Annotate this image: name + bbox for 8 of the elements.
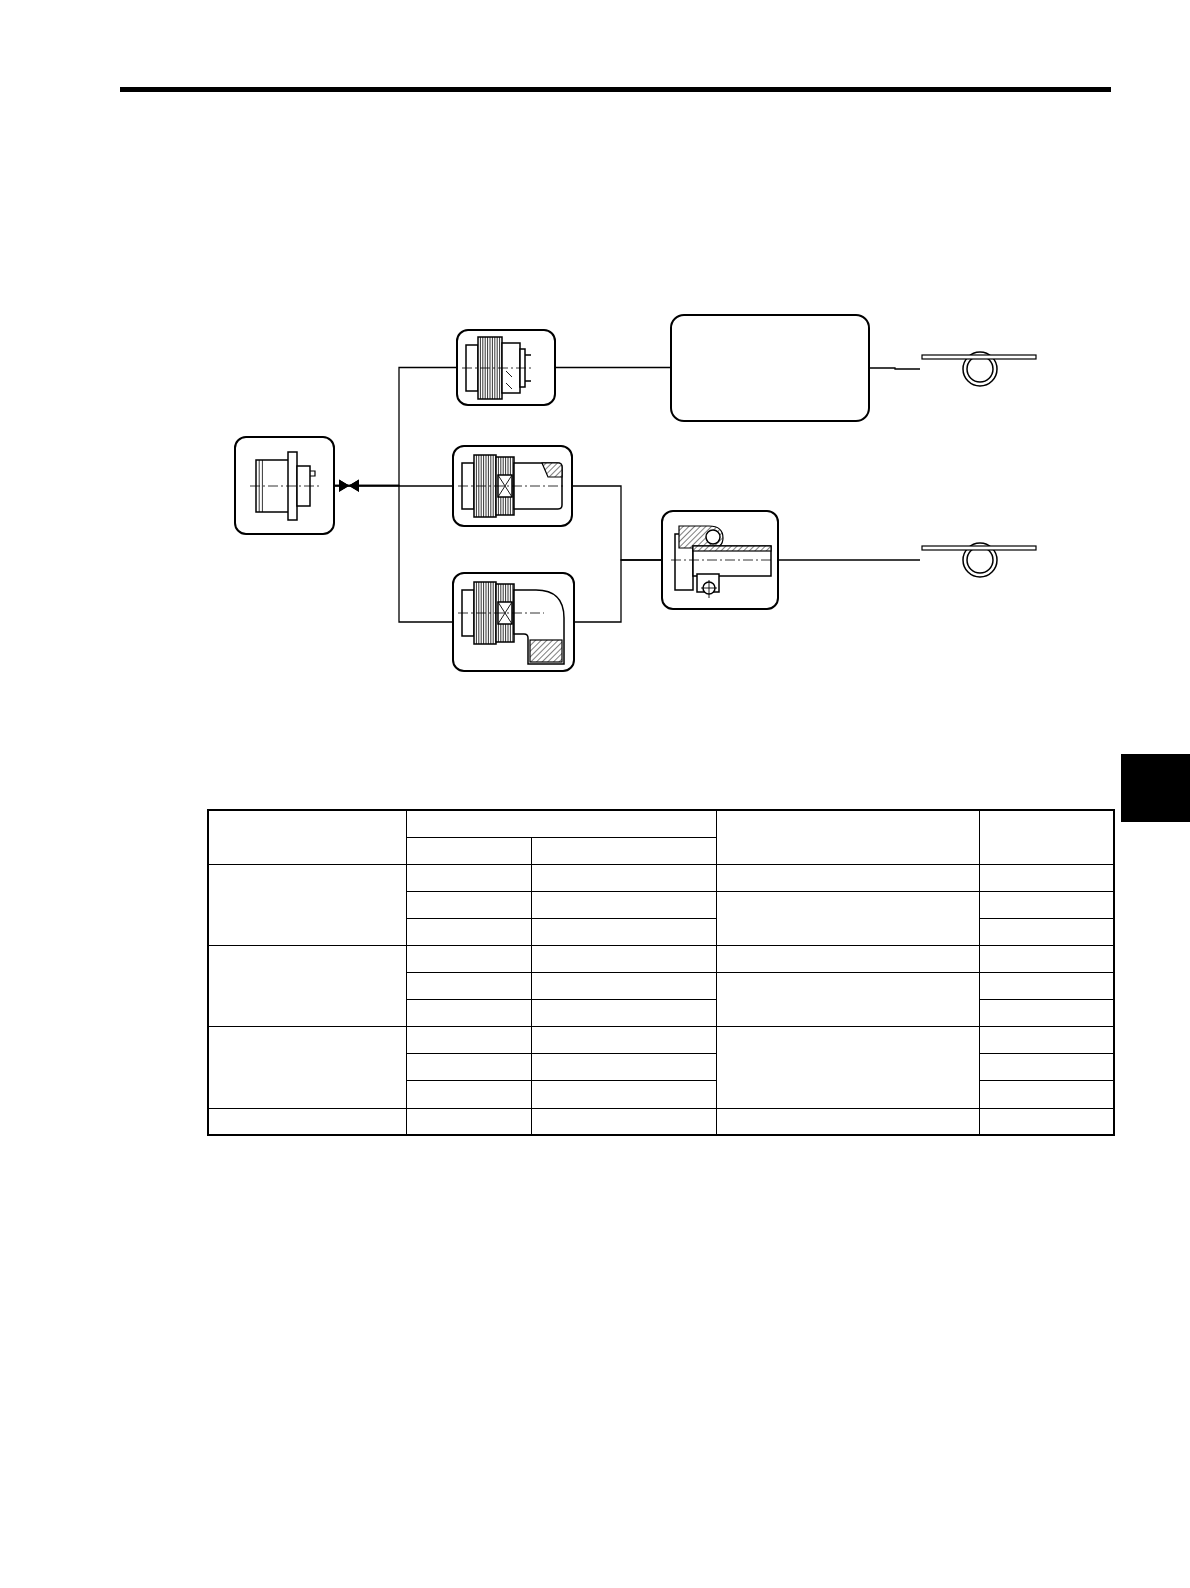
connector-line [555, 366, 671, 369]
cable-coil-drawing [920, 539, 1038, 581]
connector-line [778, 559, 921, 561]
cable-coil-drawing [920, 348, 1038, 390]
connector-line [869, 367, 921, 370]
connector-line [334, 479, 453, 623]
rounded-box [670, 314, 870, 422]
connector-line [574, 559, 662, 623]
